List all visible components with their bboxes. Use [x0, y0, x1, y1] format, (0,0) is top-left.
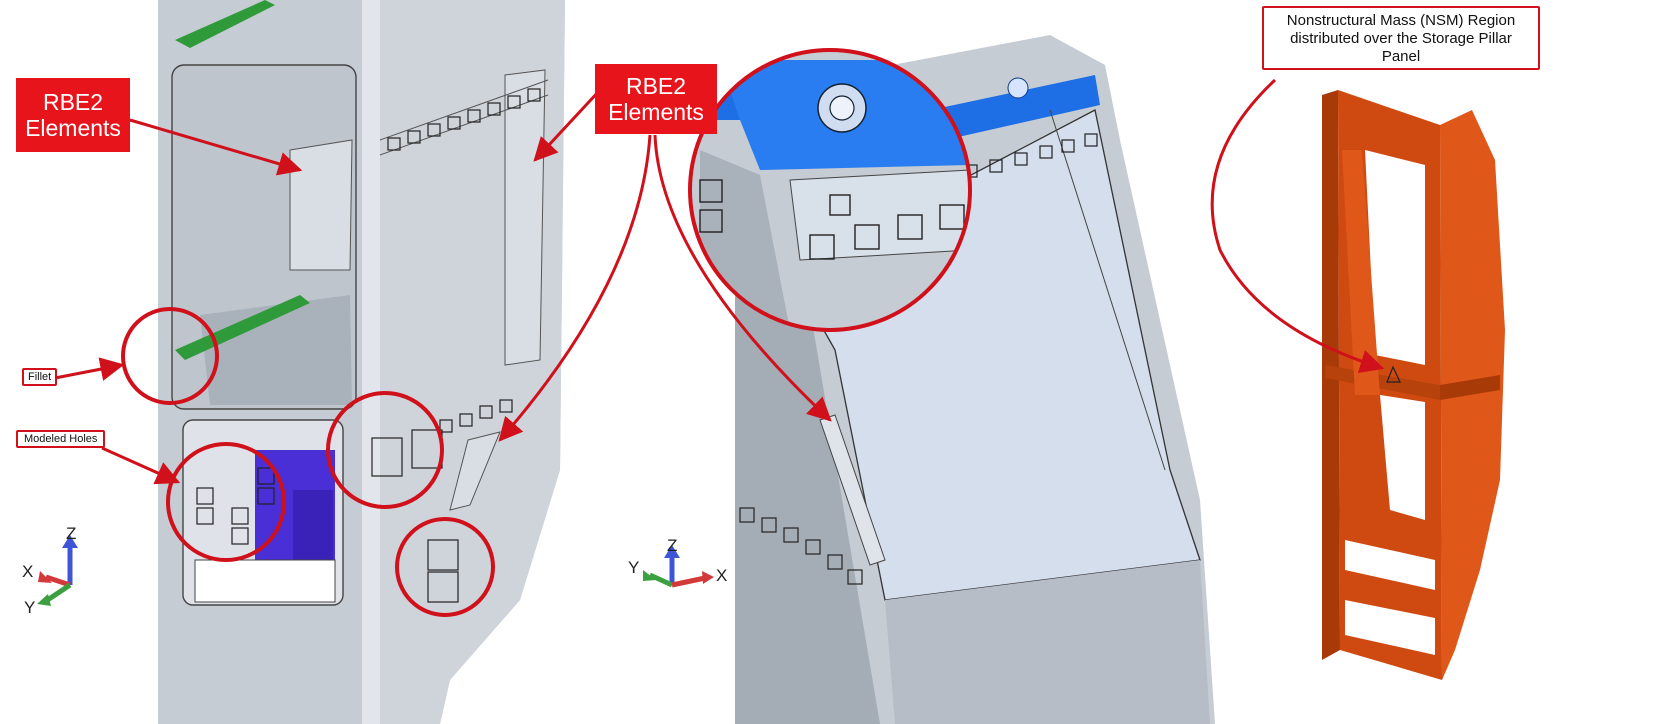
axis-triad-center	[643, 545, 714, 588]
rbe2-label-left: RBE2 Elements	[16, 78, 130, 152]
axis-center-x: X	[716, 566, 728, 585]
left-view-model	[158, 0, 565, 724]
callout-circles-left	[121, 307, 495, 617]
center-view-model	[688, 35, 1215, 724]
nsm-region-label-text: Nonstructural Mass (NSM) Region distribu…	[1286, 12, 1516, 65]
fillet-label: Fillet	[22, 368, 58, 386]
modeled-holes-label-text: Modeled Holes	[24, 433, 98, 445]
leader-arrow-nsm	[1210, 78, 1385, 374]
axis-triad-left	[37, 535, 78, 606]
nsm-frame-model	[1322, 90, 1505, 680]
axis-left-z: Z	[66, 524, 77, 543]
rbe2-label-left-text: RBE2 Elements	[25, 89, 121, 141]
rbe2-label-center-text: RBE2 Elements	[608, 73, 704, 125]
modeled-holes-label: Modeled Holes	[16, 430, 106, 448]
axis-left-y: Y	[24, 598, 36, 617]
axis-left-x: X	[22, 562, 34, 581]
nsm-region-label: Nonstructural Mass (NSM) Region distribu…	[1262, 6, 1540, 70]
leader-arrows-center	[498, 134, 832, 442]
axis-center-y: Y	[628, 558, 640, 577]
leader-arrows-left	[54, 88, 602, 485]
axis-center-z: Z	[667, 536, 678, 555]
rbe2-label-center: RBE2 Elements	[595, 64, 717, 134]
fillet-label-text: Fillet	[28, 371, 52, 383]
